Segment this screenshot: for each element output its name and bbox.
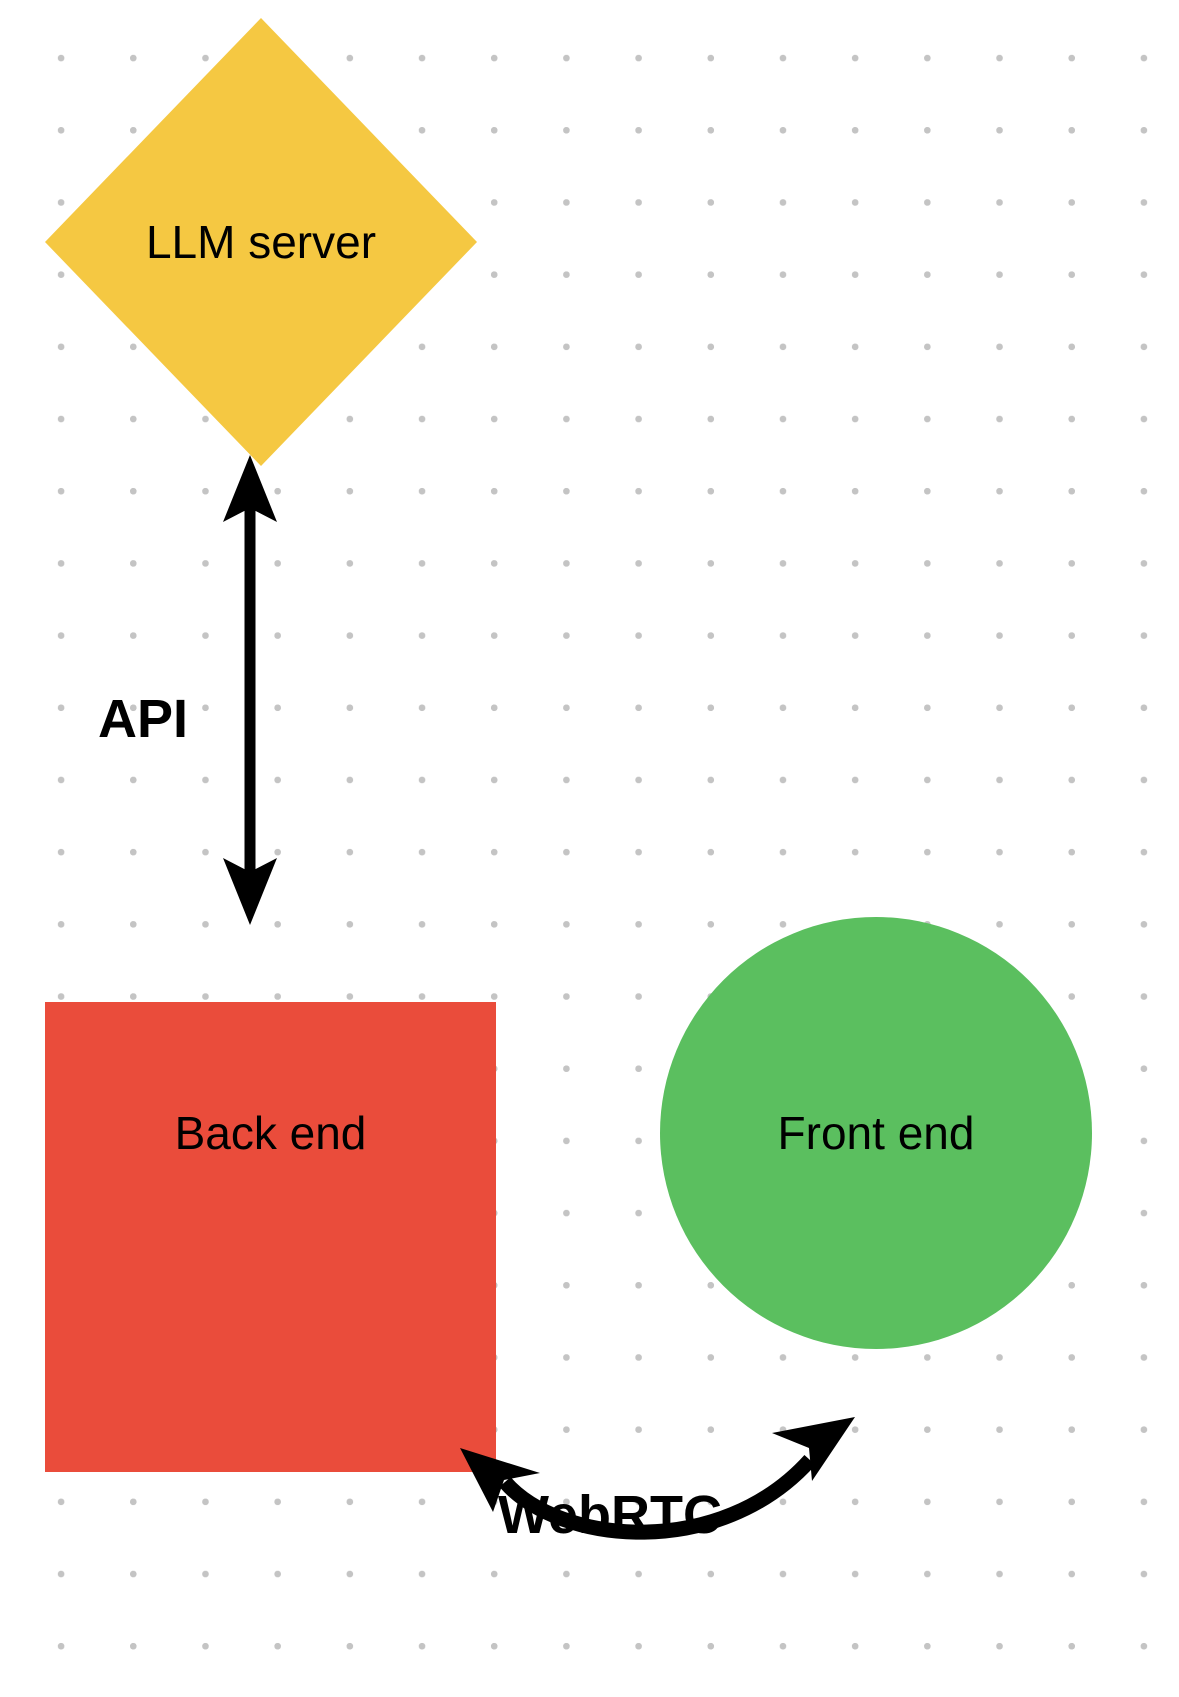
- arrowhead-left-icon: [460, 1448, 540, 1512]
- edge-webrtc-label: WebRTC: [498, 1485, 722, 1545]
- node-front-end-label: Front end: [777, 1107, 975, 1159]
- node-llm-server-shape[interactable]: [45, 18, 477, 466]
- node-back-end-label: Back end: [174, 1107, 367, 1159]
- node-back-end-shape[interactable]: [45, 1002, 496, 1472]
- arrowhead-right-icon: [772, 1417, 855, 1481]
- edge-api-arrow[interactable]: [223, 455, 277, 925]
- edge-webrtc-arrow[interactable]: [460, 1417, 855, 1540]
- node-llm-server-label: LLM server: [145, 216, 377, 268]
- edge-api-label: API: [98, 689, 189, 749]
- arrowhead-up-icon: [223, 455, 277, 522]
- node-front-end-shape[interactable]: [660, 917, 1092, 1349]
- arrowhead-down-icon: [223, 858, 277, 925]
